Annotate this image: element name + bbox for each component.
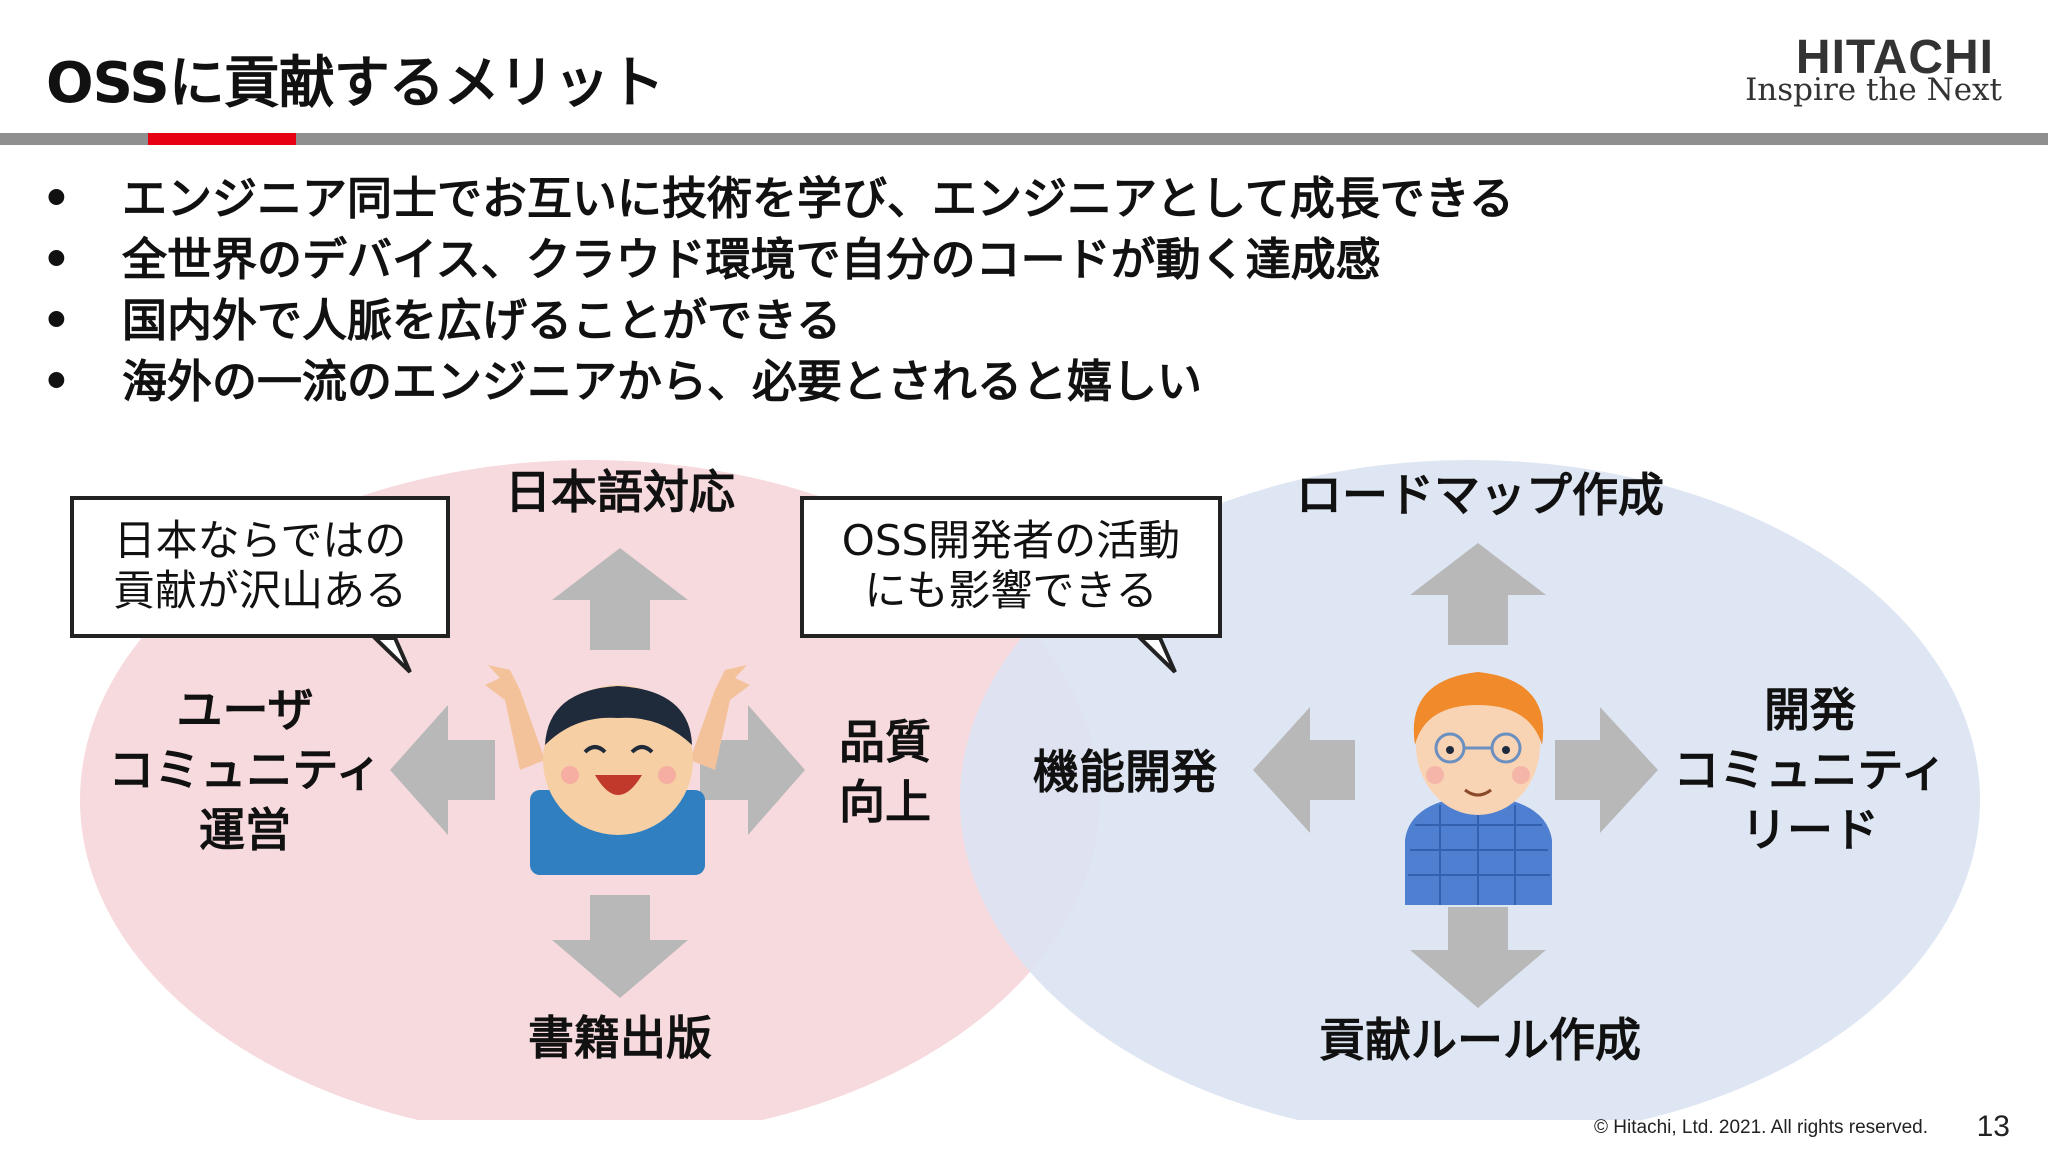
slide-title: OSSに貢献するメリット: [46, 51, 665, 116]
bubble-tail: [1135, 636, 1177, 674]
arrow-up-icon: [1410, 543, 1546, 645]
label-line: 開発: [1764, 683, 1856, 737]
bullet-marker: •: [42, 233, 71, 286]
cheerful-boy-illustration: [485, 665, 750, 875]
bullet-marker: •: [42, 355, 71, 408]
label-feature-dev: 機能開発: [1033, 745, 1217, 799]
arrow-left-icon: [1253, 707, 1355, 833]
label-line: リード: [1741, 803, 1879, 857]
arrow-right-icon: [700, 705, 805, 835]
label-book-publishing: 書籍出版: [528, 1011, 712, 1065]
speech-bubble-right: OSS開発者の活動 にも影響できる: [800, 496, 1222, 638]
logo-tagline: Inspire the Next: [1745, 72, 2002, 108]
bubble-text: OSS開発者の活動: [841, 516, 1181, 565]
arrow-left-icon: [390, 705, 495, 835]
bullet-text: 全世界のデバイス、クラウド環境で自分のコードが動く達成感: [122, 233, 1381, 286]
hitachi-logo: HITACHI: [1795, 31, 1994, 84]
bullet-text: 国内外で人脈を広げることができる: [122, 294, 842, 347]
bullet-marker: •: [42, 172, 71, 225]
header-divider: [0, 133, 2048, 145]
label-roadmap: ロードマップ作成: [1296, 468, 1664, 522]
label-japanese-support: 日本語対応: [505, 465, 735, 519]
bubble-text: 日本ならではの: [113, 516, 407, 565]
engineer-illustration: [1405, 672, 1552, 905]
label-line: 運営: [199, 803, 291, 857]
arrow-right-icon: [1555, 707, 1658, 833]
bullet-text: 海外の一流のエンジニアから、必要とされると嬉しい: [122, 355, 1203, 408]
label-line: コミュニティ: [108, 743, 382, 797]
bubble-text: 貢献が沢山ある: [112, 566, 407, 615]
label-line: 向上: [839, 775, 931, 829]
label-line: ユーザ: [176, 683, 314, 737]
arrow-down-icon: [552, 895, 688, 998]
label-line: 品質: [839, 715, 931, 769]
label-quality: 品質 向上: [820, 712, 950, 832]
bullet-item: • 国内外で人脈を広げることができる: [42, 290, 1514, 351]
label-line: コミュニティ: [1673, 743, 1947, 797]
bullet-item: • 海外の一流のエンジニアから、必要とされると嬉しい: [42, 351, 1514, 412]
label-user-community: ユーザ コミュニティ 運営: [90, 680, 400, 860]
header-accent-bar: [148, 133, 296, 145]
speech-bubble-left: 日本ならではの 貢献が沢山ある: [70, 496, 450, 638]
bubble-tail: [370, 636, 412, 674]
bullet-item: • 全世界のデバイス、クラウド環境で自分のコードが動く達成感: [42, 229, 1514, 290]
bubble-text: にも影響できる: [864, 566, 1158, 615]
copyright: © Hitachi, Ltd. 2021. All rights reserve…: [1594, 1117, 1928, 1138]
bullet-item: • エンジニア同士でお互いに技術を学び、エンジニアとして成長できる: [42, 168, 1514, 229]
bullet-text: エンジニア同士でお互いに技術を学び、エンジニアとして成長できる: [122, 172, 1514, 225]
bullet-list: • エンジニア同士でお互いに技術を学び、エンジニアとして成長できる • 全世界の…: [42, 168, 1514, 412]
bullet-marker: •: [42, 294, 71, 347]
page-number: 13: [1976, 1110, 2010, 1143]
arrow-down-icon: [1410, 907, 1546, 1008]
arrow-up-icon: [552, 548, 688, 650]
label-contribution-rules: 貢献ルール作成: [1319, 1013, 1641, 1067]
label-dev-community: 開発 コミュニティ リード: [1650, 680, 1970, 860]
